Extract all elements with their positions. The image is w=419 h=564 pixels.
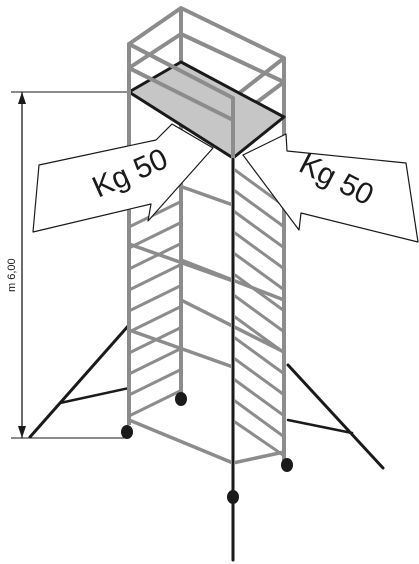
castor-wheels bbox=[121, 392, 293, 504]
right-side-hatching bbox=[233, 168, 285, 457]
wheel-back-left bbox=[175, 392, 187, 406]
wheel-front-center bbox=[227, 490, 239, 504]
outriggers bbox=[28, 323, 385, 562]
load-arrow-left: Kg 50 bbox=[32, 123, 214, 233]
scaffold-tower bbox=[127, 6, 286, 490]
height-label: m 6,00 bbox=[6, 258, 18, 292]
height-dimension: m 6,00 bbox=[6, 91, 133, 439]
load-arrow-right: Kg 50 bbox=[242, 133, 419, 243]
wheel-back-right bbox=[281, 458, 293, 472]
wheel-front-left bbox=[121, 425, 133, 439]
